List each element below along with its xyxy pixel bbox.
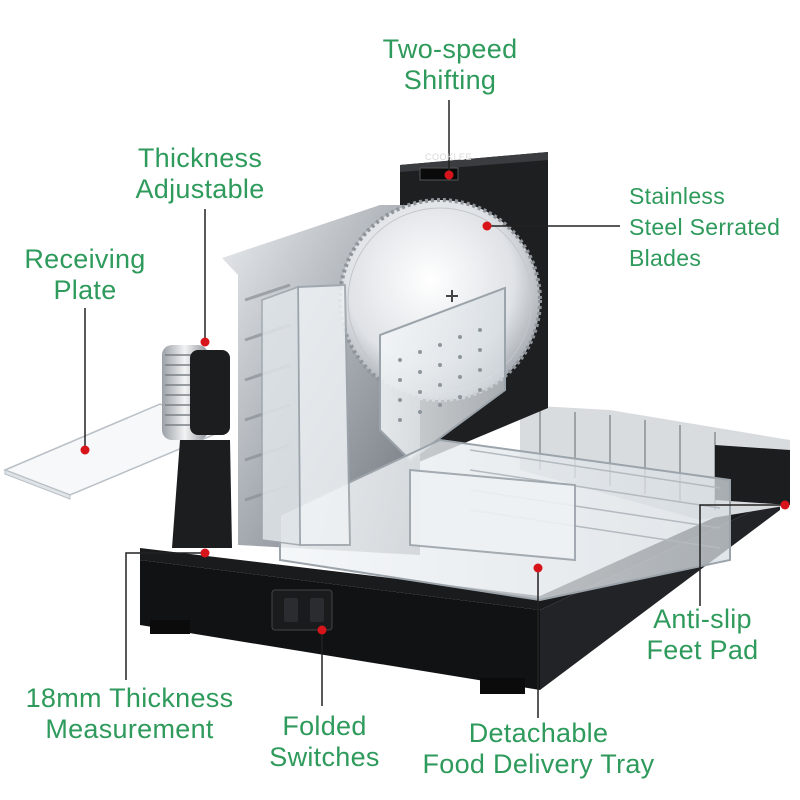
foot-right bbox=[480, 678, 525, 694]
callout-detachable-tray: Detachable Food Delivery Tray bbox=[396, 718, 681, 780]
callout-line: Two-speed bbox=[382, 34, 518, 64]
foot-left bbox=[150, 620, 190, 634]
callout-line: Detachable bbox=[468, 718, 609, 748]
callout-line: Switches bbox=[269, 742, 380, 772]
callout-two-speed-shifting: Two-speed Shifting bbox=[360, 34, 540, 96]
callout-line: Anti-slip bbox=[653, 604, 752, 634]
callout-stainless-blades: Stainless Steel Serrated Blades bbox=[629, 181, 799, 274]
callout-line: Feet Pad bbox=[646, 635, 759, 665]
callout-line: Food Delivery Tray bbox=[422, 749, 655, 779]
callout-line: Blades bbox=[629, 245, 702, 271]
dot-receiving bbox=[80, 445, 90, 455]
callout-line: Measurement bbox=[45, 714, 214, 744]
slicer-base bbox=[140, 488, 780, 610]
leader-measurement bbox=[125, 552, 205, 680]
callout-receiving-plate: Receiving Plate bbox=[5, 244, 165, 306]
callout-line: Folded bbox=[282, 711, 367, 741]
callout-line: Thickness bbox=[137, 143, 263, 173]
callout-line: Adjustable bbox=[135, 174, 265, 204]
brand-logo: COOKLEE bbox=[425, 152, 473, 162]
dot-measurement bbox=[200, 548, 210, 558]
callout-line: Receiving bbox=[24, 244, 146, 274]
dot-blades bbox=[482, 221, 492, 231]
dot-two-speed bbox=[444, 170, 454, 180]
callout-thickness-adjustable: Thickness Adjustable bbox=[110, 143, 290, 205]
dot-feet bbox=[780, 500, 790, 510]
food-pusher bbox=[379, 286, 506, 462]
callout-18mm-measurement: 18mm Thickness Measurement bbox=[2, 683, 257, 745]
callout-folded-switches: Folded Switches bbox=[252, 711, 397, 773]
callout-anti-slip-feet: Anti-slip Feet Pad bbox=[630, 604, 775, 666]
dot-switches bbox=[317, 625, 327, 635]
callout-line: Stainless bbox=[629, 183, 726, 209]
callout-line: Plate bbox=[53, 275, 117, 305]
dot-thickness bbox=[200, 337, 210, 347]
callout-line: Shifting bbox=[403, 65, 497, 95]
dot-tray bbox=[533, 563, 543, 573]
leader-feet bbox=[699, 504, 785, 606]
callout-line: Steel Serrated bbox=[629, 214, 781, 240]
callout-line: 18mm Thickness bbox=[25, 683, 234, 713]
